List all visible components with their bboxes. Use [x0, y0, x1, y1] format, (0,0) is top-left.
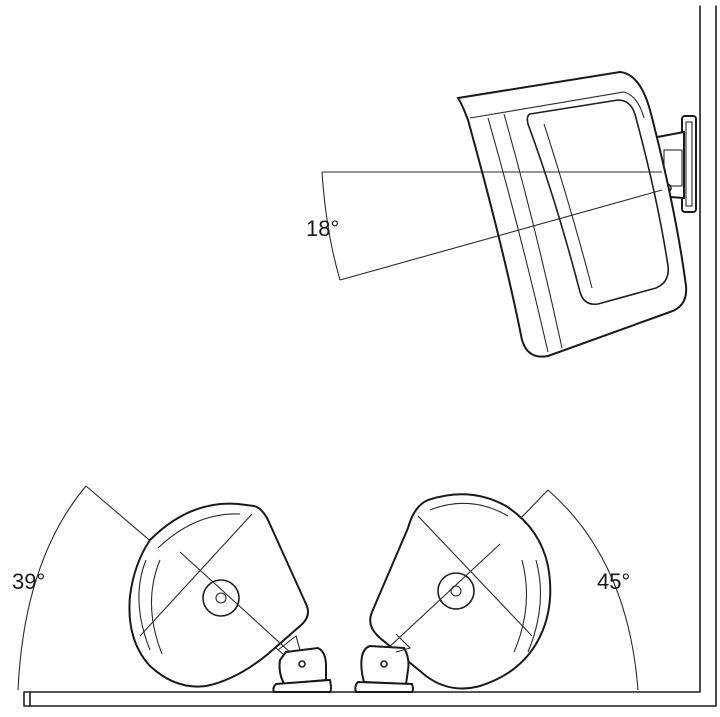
left-speaker-woofer-outer [202, 579, 240, 617]
wall-speaker-grille [526, 99, 670, 306]
right-speaker-woofer-outer [437, 572, 475, 610]
right-speaker-angle-arc [547, 489, 639, 691]
right-speaker-cabinet [369, 493, 552, 690]
wall-speaker-angle-arc [321, 171, 341, 281]
wall-line [23, 5, 717, 707]
right-speaker-stand [360, 644, 410, 686]
left-speaker-cabinet [128, 502, 309, 688]
left-speaker-angle-label: 39° [12, 569, 46, 594]
left-speaker-stand [278, 646, 327, 686]
left-floor-speaker [17, 485, 332, 693]
right-speaker-angle-label: 45° [597, 569, 631, 594]
wall-mounted-speaker [321, 70, 697, 358]
room-outline [23, 5, 717, 707]
wall-speaker-tilt-line [339, 189, 663, 281]
wall-speaker-angle-label: 18° [306, 216, 340, 241]
left-speaker-angle-arc [17, 485, 87, 691]
right-floor-speaker [354, 489, 639, 693]
